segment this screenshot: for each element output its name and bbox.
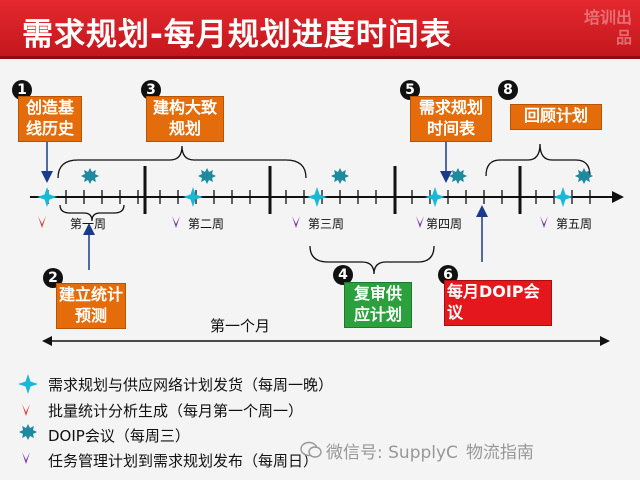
purple-check-icon bbox=[540, 208, 552, 228]
red-check-icon bbox=[38, 208, 50, 228]
legend-cyan-star-icon bbox=[18, 374, 38, 394]
wechat-label: 微信号: SupplyC bbox=[326, 442, 458, 463]
legend-purple-check-icon bbox=[22, 444, 34, 464]
brand-watermark: 培训出品 bbox=[583, 8, 632, 47]
timeline-arrowhead bbox=[612, 191, 624, 203]
legend-item-1: 需求规划与供应网络计划发货（每周一晚） bbox=[48, 373, 333, 395]
step-8-box: 回顾计划 bbox=[510, 104, 602, 130]
purple-check-icon bbox=[172, 208, 184, 228]
teal-star-icon bbox=[449, 168, 467, 184]
legend-red-check-icon bbox=[22, 396, 34, 416]
legend-item-3: DOIP会议（每周三） bbox=[48, 424, 190, 446]
legend-teal-star-icon bbox=[19, 424, 37, 440]
step-6-box: 每月DOIP会议 bbox=[444, 280, 552, 326]
month-label: 第一个月 bbox=[210, 317, 271, 335]
purple-check-marks bbox=[172, 208, 552, 228]
step-5-box: 需求规划时间表 bbox=[410, 96, 492, 142]
cyan-star-icon bbox=[307, 187, 327, 207]
cyan-star-icon bbox=[37, 187, 57, 207]
week-label-2: 第二周 bbox=[188, 217, 225, 231]
wechat-watermark: 微信号: SupplyC 物流指南 bbox=[300, 438, 640, 463]
cyan-star-icon bbox=[425, 187, 445, 207]
step-number-5: 5 bbox=[400, 80, 420, 100]
teal-star-icon bbox=[81, 168, 99, 184]
teal-star-icon bbox=[198, 168, 216, 184]
header-banner: 需求规划-每月规划进度时间表 培训出品 bbox=[0, 0, 640, 59]
legend-text-4: 任务管理计划到需求规划发布（每周日） bbox=[48, 451, 319, 470]
cyan-star-icon bbox=[183, 187, 203, 207]
brace-week-one bbox=[59, 204, 125, 222]
week-label-3: 第三周 bbox=[308, 217, 345, 231]
page-title: 需求规划-每月规划进度时间表 bbox=[22, 17, 452, 53]
step-2-box: 建立统计预测 bbox=[56, 283, 126, 329]
step-number-3: 3 bbox=[141, 80, 161, 100]
legend-text-3: DOIP会议（每周三） bbox=[48, 426, 190, 445]
teal-star-icon bbox=[331, 168, 349, 184]
teal-star-icon bbox=[575, 168, 593, 184]
step-number-1: 1 bbox=[12, 80, 32, 100]
wechat-icon bbox=[300, 441, 322, 458]
brace-step-3 bbox=[57, 145, 307, 179]
step-1-box: 创造基线历史 bbox=[18, 96, 82, 142]
legend-item-2: 批量统计分析生成（每月第一个周一） bbox=[48, 399, 303, 421]
step-3-box: 建构大致规划 bbox=[146, 96, 224, 142]
cyan-star-icon bbox=[553, 187, 573, 207]
purple-check-icon bbox=[416, 208, 428, 228]
wechat-name: 物流指南 bbox=[465, 442, 534, 463]
week-separators bbox=[143, 166, 522, 214]
brace-step-4 bbox=[309, 245, 435, 275]
step-number-8: 8 bbox=[498, 80, 518, 100]
legend-item-4: 任务管理计划到需求规划发布（每周日） bbox=[48, 449, 318, 471]
cyan-star-marks bbox=[37, 187, 573, 207]
legend-text-2: 批量统计分析生成（每月第一个周一） bbox=[48, 401, 304, 420]
teal-burst-marks bbox=[81, 168, 593, 184]
step-4-box: 复审供应计划 bbox=[344, 282, 412, 328]
week-label-4: 第四周 bbox=[426, 217, 463, 231]
week-label-5: 第五周 bbox=[556, 217, 593, 231]
week-label-1: 第一周 bbox=[70, 217, 107, 231]
legend-text-1: 需求规划与供应网络计划发货（每周一晚） bbox=[48, 375, 334, 394]
purple-check-icon bbox=[292, 208, 304, 228]
step-number-4: 4 bbox=[333, 265, 353, 285]
brace-step-8 bbox=[485, 143, 591, 177]
